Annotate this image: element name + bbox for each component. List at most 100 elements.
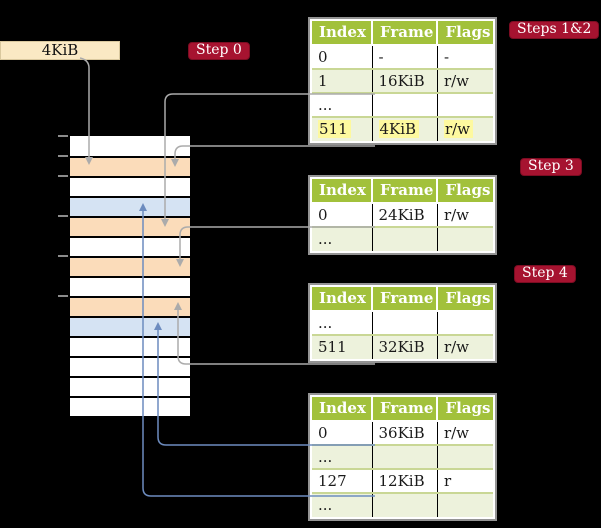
memory-frame-row [70,316,190,336]
table-cell: 24KiB [372,202,438,227]
table-cell: - [372,44,438,69]
table-cell: ... [312,492,373,517]
memory-frame-row [70,276,190,296]
column-header: Flags [437,397,494,421]
table-row: 0-- [312,44,494,69]
table-cell: r/w [437,420,494,445]
table-cell: 16KiB [372,68,438,93]
table-cell: r/w [437,68,494,93]
table-cell: 0 [312,44,373,69]
memory-frames [70,136,190,416]
table-row: ... [312,226,494,251]
table-row: ... [312,492,494,517]
table-cell [437,310,494,335]
column-header: Flags [437,287,494,311]
memory-address-tick [58,215,68,217]
table-row: ... [312,444,494,469]
table-cell: - [437,44,494,69]
table-cell [437,492,494,517]
table-cell: 127 [312,468,373,493]
step-badge-step-0: Step 0 [188,42,250,60]
memory-frame-row [70,236,190,256]
table-cell [437,444,494,469]
table-cell: 0 [312,420,373,445]
table-cell: ... [312,310,373,335]
table-cell [372,492,438,517]
highlighted-value: 511 [318,120,351,138]
table-cell [372,444,438,469]
memory-frame-row [70,256,190,276]
memory-frame-row [70,176,190,196]
memory-address-tick [58,135,68,137]
column-header: Index [312,397,373,421]
column-header: Frame [372,397,439,421]
table-cell [372,310,438,335]
step-badge-step-3: Step 3 [520,158,582,176]
memory-address-tick [58,155,68,157]
table-cell: 1 [312,68,373,93]
memory-address-tick [58,255,68,257]
memory-frame-row [70,136,190,156]
step-badge-step-4: Step 4 [514,265,576,283]
page-size-label: 4KiB [0,41,120,60]
memory-address-tick [58,175,68,177]
table-cell: 12KiB [372,468,438,493]
table-cell [372,226,438,251]
table-row: ... [312,310,494,335]
table-cell: r [437,468,494,493]
table-cell: ... [312,92,373,117]
table-cell: r/w [437,202,494,227]
column-header: Flags [437,21,494,45]
table-cell: 36KiB [372,420,438,445]
column-header: Index [312,287,373,311]
memory-frame-row [70,336,190,356]
memory-frame-row [70,196,190,216]
column-header: Flags [437,179,494,203]
highlighted-value: r/w [443,120,474,138]
table-cell: 511 [312,334,373,359]
table-cell: ... [312,226,373,251]
table-cell [372,92,438,117]
column-header: Index [312,21,373,45]
memory-frame-row [70,376,190,396]
table-cell: 511 [312,116,373,141]
memory-frame-row [70,396,190,416]
step-badge-steps-1-2: Steps 1&2 [509,21,600,39]
column-header: Frame [372,21,439,45]
table-cell: r/w [437,116,494,141]
memory-address-tick [58,295,68,297]
memory-frame-row [70,356,190,376]
memory-frame-row [70,156,190,176]
table-cell [437,226,494,251]
table-cell: ... [312,444,373,469]
table-cell: 0 [312,202,373,227]
table-row: ... [312,92,494,117]
table-cell: r/w [437,334,494,359]
connector-entry-511-to-frame-4kib [171,145,375,167]
